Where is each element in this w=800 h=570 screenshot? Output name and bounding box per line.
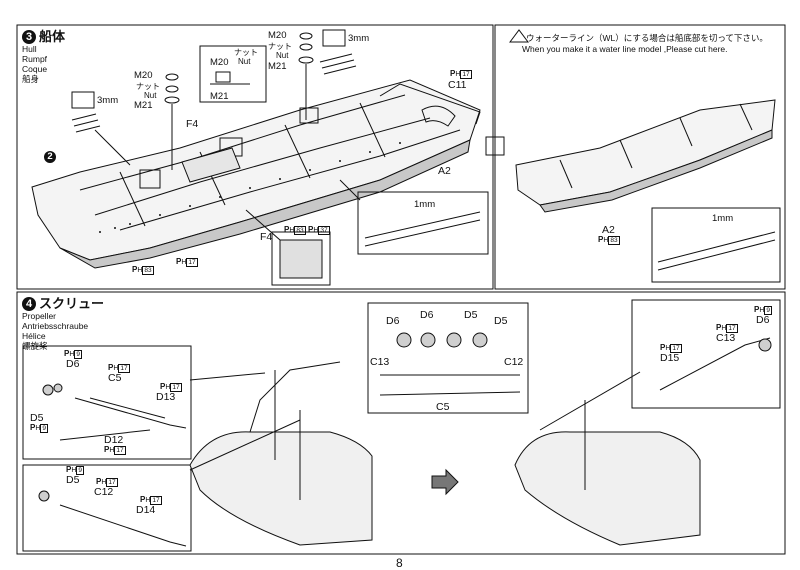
label-m20-c: M20	[268, 30, 287, 41]
label-d15: D15	[660, 352, 680, 364]
label-nut-b-jp: ナット	[234, 48, 258, 57]
mid-label-d5b: D5	[494, 315, 508, 327]
label-m21-a: M21	[134, 100, 153, 111]
label-d5-a: D5	[30, 412, 44, 424]
step4-number: 4	[22, 297, 36, 311]
label-nut-a-jp: ナット	[136, 82, 160, 91]
step4-title-de: Antriebsschraube	[22, 321, 89, 331]
label-nut-a: Nut	[144, 91, 157, 100]
label-drill-b: 3mm	[348, 33, 370, 44]
prop-inset-upper-left	[22, 345, 192, 460]
step4-title-en: Propeller	[22, 311, 57, 321]
step3-title-de: Rumpf	[22, 54, 48, 64]
label-c5-a: C5	[108, 372, 122, 384]
step4-frame	[16, 291, 786, 555]
label-d6-c: D6	[756, 314, 770, 326]
step4-title-fr: Hélice	[22, 331, 46, 341]
waterline-frame	[494, 24, 786, 290]
step4-title-jp: スクリュー	[39, 296, 105, 311]
label-c13-c: C13	[716, 332, 736, 344]
step4-title-cn: 螺旋桨	[22, 341, 48, 351]
label-m21-c: M21	[268, 61, 287, 72]
prop-inset-center	[367, 302, 529, 414]
drill-detail-box-c	[357, 191, 489, 255]
stern-view-right	[514, 431, 701, 546]
label-drill-a: 3mm	[97, 95, 119, 106]
label-f4-a: F4	[186, 118, 199, 130]
cut-arrow-icon	[485, 136, 505, 156]
waterline-detail-box	[651, 207, 781, 283]
label-a2: A2	[438, 165, 451, 177]
waterline-note-jp: ウォーターライン（WL）にする場合は船底部を切って下さい。	[526, 33, 768, 43]
label-nut-c-jp: ナット	[268, 42, 292, 51]
mid-label-c12: C12	[504, 356, 524, 368]
nut-detail-box	[199, 45, 267, 103]
label-nut-c: Nut	[276, 51, 289, 60]
step-arrow	[431, 468, 459, 496]
step3-title-en: Hull	[22, 44, 37, 54]
label-m21-b: M21	[210, 91, 229, 102]
page-number: 8	[396, 556, 403, 570]
step3-title-cn: 船身	[22, 74, 40, 84]
waterline-label-a2: A2	[602, 224, 615, 236]
step3-frame	[16, 24, 494, 290]
label-c11: C11	[448, 79, 467, 91]
f4-detail-box	[271, 231, 331, 286]
label-d14: D14	[136, 504, 156, 516]
step3-number: 3	[22, 30, 36, 44]
label-f4-b: F4	[260, 231, 273, 243]
hull-drawing	[31, 79, 481, 269]
mid-label-d6b: D6	[420, 309, 434, 321]
step3-title-jp: 船体	[39, 29, 66, 44]
part-number-2: 2	[44, 151, 56, 163]
mid-label-d5a: D5	[464, 309, 478, 321]
mid-label-c5: C5	[436, 401, 450, 413]
label-d13: D13	[156, 391, 176, 403]
label-d5-b: D5	[66, 474, 80, 486]
label-d6-a: D6	[66, 358, 80, 370]
drill-icon-box-a	[71, 91, 95, 109]
label-d12: D12	[104, 434, 124, 446]
label-nut-b: Nut	[238, 57, 251, 66]
stern-view-left	[189, 431, 373, 546]
step3-title-fr: Coque	[22, 64, 48, 74]
prop-inset-right	[631, 299, 781, 409]
porthole-dots	[99, 142, 401, 233]
label-m20-a: M20	[134, 70, 153, 81]
drill-icon-box-b	[322, 29, 346, 47]
mid-label-d6a: D6	[386, 315, 400, 327]
prop-inset-lower-left	[22, 464, 192, 552]
waterline-hull	[515, 99, 776, 213]
mid-label-c13: C13	[370, 356, 390, 368]
label-drill-c: 1mm	[414, 199, 436, 210]
label-c12-b: C12	[94, 486, 114, 498]
label-m20-b: M20	[210, 57, 229, 68]
waterline-note-en: When you make it a water line model ,Ple…	[522, 44, 728, 54]
waterline-drill: 1mm	[712, 213, 734, 224]
